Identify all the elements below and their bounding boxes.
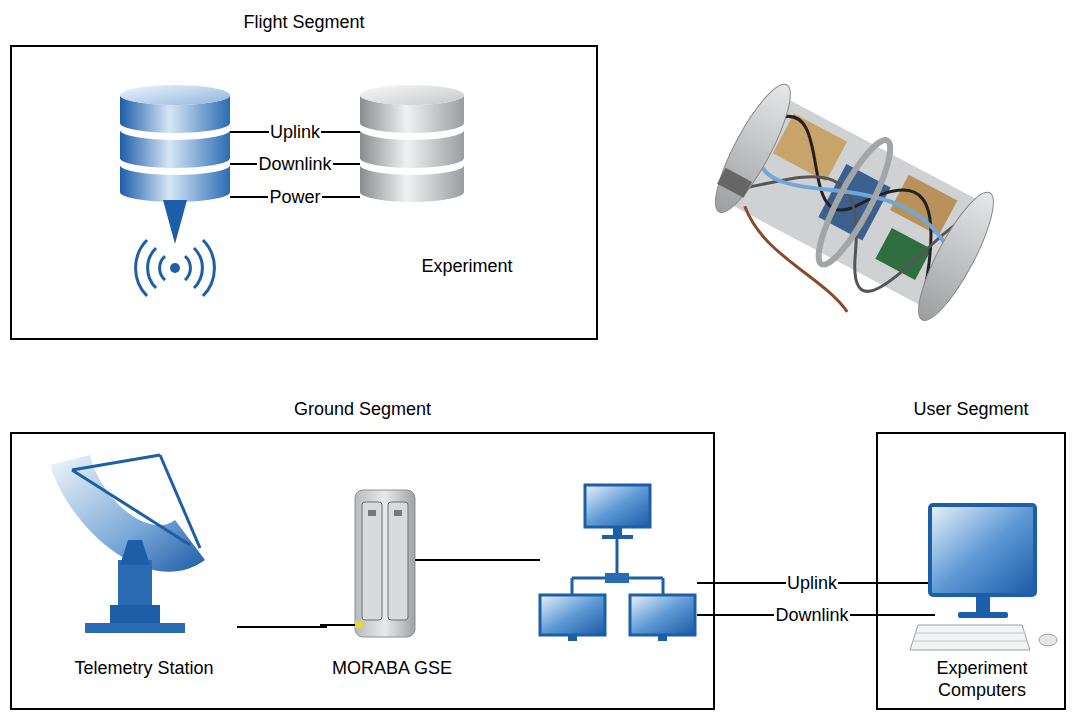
segment-heading: Flight Segment	[243, 11, 364, 33]
experiment-unit: Experiment	[352, 87, 542, 287]
segment-box: User SegmentExperiment Computers	[876, 432, 1066, 710]
signal-name: Power	[268, 187, 321, 207]
experiment-computers: Experiment Computers	[902, 497, 1062, 707]
node-label: Experiment	[421, 255, 512, 277]
node-label: Telemetry Station	[74, 657, 213, 679]
node-label: Experiment Computers	[917, 657, 1047, 701]
signal-name: Downlink	[774, 605, 849, 625]
node-label: MORABA GSE	[332, 657, 452, 679]
signal-name: Uplink	[269, 122, 321, 142]
segment-heading: User Segment	[913, 398, 1028, 420]
ground-support-equipment: MORABA GSE	[327, 482, 457, 692]
segment-box: Ground SegmentTelemetry StationMORABA GS…	[10, 432, 715, 710]
signal-name: Downlink	[257, 154, 332, 174]
telemetry-station: Telemetry Station	[32, 452, 237, 692]
segment-heading: Ground Segment	[294, 398, 431, 420]
signal-name: Uplink	[786, 573, 838, 593]
data-link	[237, 626, 327, 628]
